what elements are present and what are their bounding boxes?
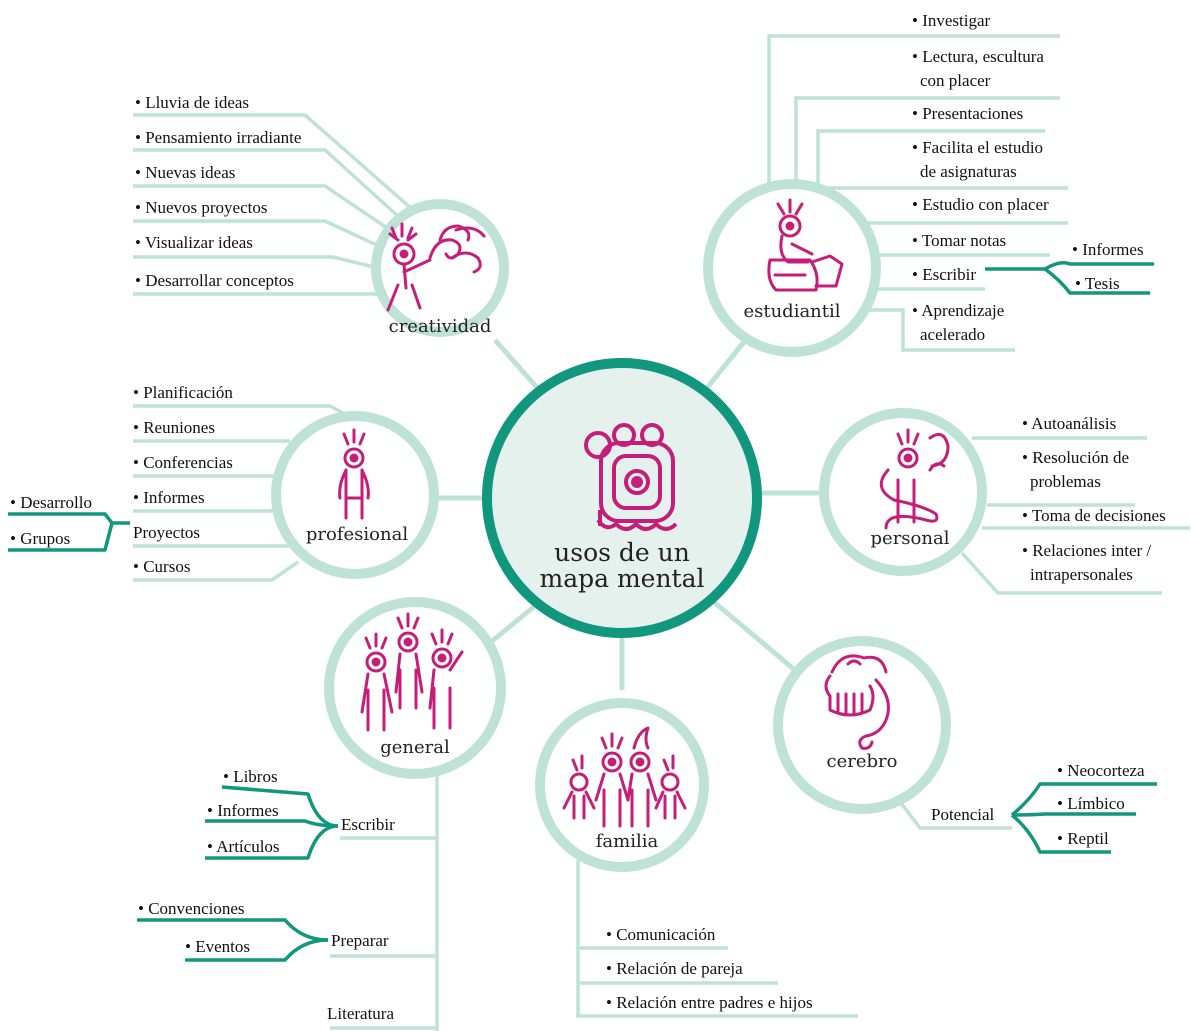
estudiantil-item: • Aprendizaje bbox=[912, 301, 1005, 320]
family-figures-icon bbox=[562, 726, 687, 828]
profesional-item: • Planificación bbox=[133, 383, 233, 402]
hub-label-estudiantil: estudiantil bbox=[743, 301, 841, 322]
hub-circle-personal bbox=[819, 408, 987, 576]
center-title: usos de un mapa mental bbox=[532, 540, 712, 592]
hub-label-familia: familia bbox=[595, 831, 659, 852]
creatividad-item: • Visualizar ideas bbox=[135, 233, 253, 252]
general-escribir: Escribir bbox=[341, 815, 395, 834]
person-thinking-icon bbox=[879, 428, 950, 530]
hub-circle-estudiantil bbox=[703, 179, 881, 357]
estudiantil-item: • Facilita el estudio bbox=[912, 138, 1044, 157]
estudiantil-item-escribir: • Escribir bbox=[912, 265, 977, 284]
spoke-cerebro bbox=[706, 595, 798, 673]
hub-circle-profesional bbox=[271, 411, 439, 579]
hub-label-personal: personal bbox=[870, 528, 950, 549]
general-preparar-sub: • Eventos bbox=[185, 937, 250, 956]
estudiantil-item: • Estudio con placer bbox=[912, 195, 1049, 214]
general-escribir-sub: • Artículos bbox=[207, 837, 280, 856]
creatividad-item: • Lluvia de ideas bbox=[135, 93, 250, 112]
familia-branches bbox=[576, 860, 858, 1018]
spoke-estudiantil bbox=[700, 335, 750, 396]
profesional-item: • Conferencias bbox=[133, 453, 233, 472]
cerebro-branches bbox=[893, 793, 1012, 830]
brain-icon bbox=[824, 654, 890, 750]
studying-figure-icon bbox=[767, 198, 844, 292]
hub-label-profesional: profesional bbox=[305, 524, 409, 545]
cerebro-potencial-sub: • Neocorteza bbox=[1057, 761, 1145, 780]
profesional-item: • Cursos bbox=[133, 557, 191, 576]
estudiantil-branches bbox=[767, 34, 1068, 352]
center-title-line2: mapa mental bbox=[539, 564, 705, 593]
profesional-proyectos-sub: • Grupos bbox=[10, 529, 71, 548]
creatividad-item: • Nuevos proyectos bbox=[135, 198, 268, 217]
center-title-line1: usos de un bbox=[554, 538, 690, 567]
personal-item: • Toma de decisiones bbox=[1022, 506, 1166, 525]
estudiantil-item: de asignaturas bbox=[920, 162, 1017, 181]
familia-item: • Comunicación bbox=[606, 925, 716, 944]
general-escribir-sub: • Informes bbox=[207, 801, 279, 820]
creatividad-item: • Nuevas ideas bbox=[135, 163, 236, 182]
familia-item: • Relación entre padres e hijos bbox=[606, 993, 813, 1012]
estudiantil-item: con placer bbox=[920, 71, 991, 90]
estudiantil-escribir-sub: • Informes bbox=[1072, 240, 1144, 259]
estudiantil-item: acelerado bbox=[920, 325, 986, 344]
person-icon bbox=[338, 428, 370, 520]
hub-circle-creatividad bbox=[371, 199, 509, 337]
mayan-glyph-icon bbox=[584, 423, 678, 531]
general-literatura: Literatura bbox=[327, 1004, 395, 1023]
profesional-item-proyectos: Proyectos bbox=[133, 523, 201, 542]
personal-item: • Autoanálisis bbox=[1022, 414, 1117, 433]
profesional-item: • Reuniones bbox=[133, 418, 215, 437]
hub-circle-cerebro bbox=[773, 636, 951, 814]
profesional-proyectos-sub: • Desarrollo bbox=[10, 493, 92, 512]
personal-item: • Resolución de bbox=[1022, 448, 1129, 467]
general-preparar: Preparar bbox=[331, 931, 389, 950]
general-preparar-sub: • Convenciones bbox=[138, 899, 245, 918]
cerebro-potencial-sub: • Reptil bbox=[1057, 829, 1109, 848]
estudiantil-item: • Presentaciones bbox=[912, 104, 1024, 123]
estudiantil-item: • Tomar notas bbox=[912, 231, 1007, 250]
estudiantil-item: • Investigar bbox=[912, 11, 991, 30]
creatividad-item: • Pensamiento irradiante bbox=[135, 128, 302, 147]
hub-label-general: general bbox=[380, 737, 450, 758]
hub-label-creatividad: creatividad bbox=[388, 316, 492, 337]
profesional-item: • Informes bbox=[133, 488, 205, 507]
accent-connectors bbox=[8, 261, 1157, 962]
cerebro-potencial: Potencial bbox=[931, 805, 995, 824]
general-escribir-sub: • Libros bbox=[223, 767, 278, 786]
hub-label-cerebro: cerebro bbox=[826, 751, 898, 772]
personal-item: intrapersonales bbox=[1030, 565, 1133, 584]
familia-item: • Relación de pareja bbox=[606, 959, 743, 978]
estudiantil-item: • Lectura, escultura bbox=[912, 47, 1044, 66]
group-figures-icon bbox=[360, 612, 464, 732]
personal-item: • Relaciones inter / bbox=[1022, 541, 1152, 560]
cerebro-potencial-sub: • Límbico bbox=[1057, 794, 1125, 813]
creatividad-branches bbox=[133, 113, 415, 296]
creatividad-item: • Desarrollar conceptos bbox=[135, 271, 294, 290]
personal-item: problemas bbox=[1030, 472, 1101, 491]
spoke-general bbox=[484, 599, 543, 648]
general-branches bbox=[330, 762, 439, 1031]
personal-branches bbox=[960, 436, 1190, 595]
spoke-creatividad bbox=[493, 338, 543, 394]
center-circle bbox=[482, 358, 762, 638]
creative-figure-icon bbox=[386, 222, 486, 312]
estudiantil-escribir-sub: • Tesis bbox=[1075, 274, 1120, 293]
